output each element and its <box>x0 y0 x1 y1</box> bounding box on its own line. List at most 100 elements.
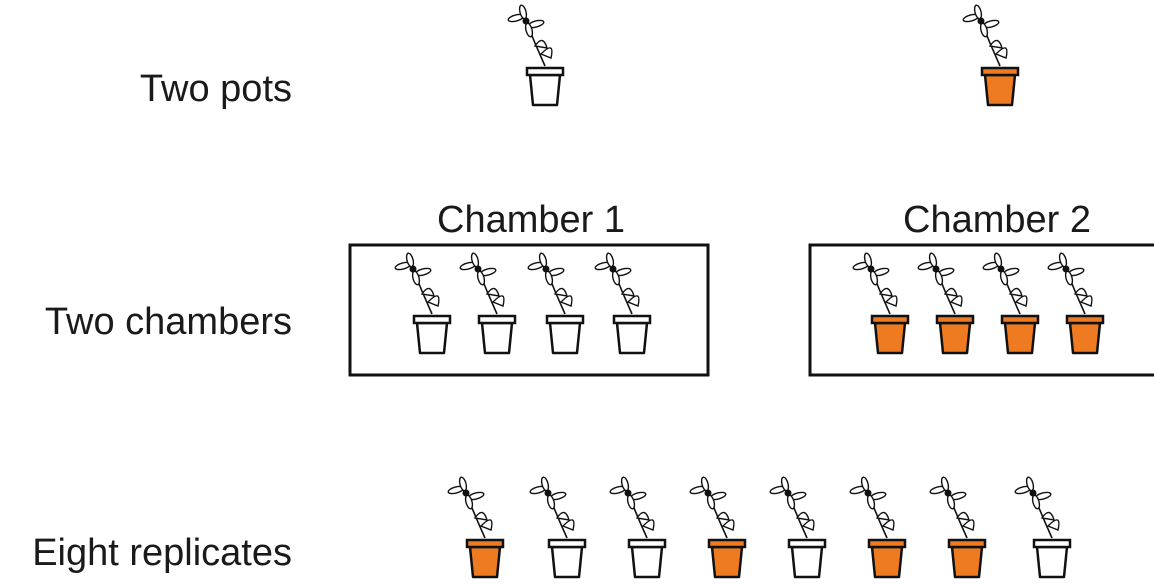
pot-rim <box>1032 538 1072 549</box>
treated-potted-plant <box>929 476 987 579</box>
leaf <box>635 511 650 521</box>
pot-rim <box>547 538 587 549</box>
flower-center <box>932 265 940 273</box>
control-potted-plant <box>459 252 517 355</box>
pot-body <box>480 321 514 355</box>
leaf <box>1008 287 1023 297</box>
treated-potted-plant <box>689 476 747 579</box>
two-pots-group <box>507 4 1020 107</box>
pot-rim <box>627 538 667 549</box>
leaf <box>553 287 568 297</box>
leaf <box>994 47 1008 59</box>
flower-center <box>784 489 792 497</box>
pot-rim <box>412 314 452 325</box>
flower-center <box>522 17 530 25</box>
leaf <box>721 519 735 531</box>
flower-center <box>867 265 875 273</box>
chamber-1-box <box>348 243 710 377</box>
pot-rim <box>867 538 907 549</box>
control-potted-plant <box>394 252 452 355</box>
leaf <box>1046 519 1060 531</box>
leaf <box>955 511 970 521</box>
leaf <box>795 511 810 521</box>
control-potted-plant <box>594 252 652 355</box>
flower-center <box>624 489 632 497</box>
leaf <box>555 511 570 521</box>
leaf <box>485 287 500 297</box>
pot-body <box>710 545 744 579</box>
pot-body <box>550 545 584 579</box>
pot-rim <box>477 314 517 325</box>
pot-body <box>790 545 824 579</box>
leaf <box>961 519 975 531</box>
flower-center <box>864 489 872 497</box>
pot-body <box>615 321 649 355</box>
leaf <box>881 519 895 531</box>
control-potted-plant <box>769 476 827 579</box>
flower-center <box>704 489 712 497</box>
flower-center <box>462 489 470 497</box>
row-label-two-pots: Two pots <box>140 68 292 110</box>
control-potted-plant <box>609 476 667 579</box>
control-potted-plant <box>527 252 585 355</box>
pot-body <box>528 73 562 107</box>
leaf <box>626 295 640 307</box>
control-potted-plant <box>507 4 565 107</box>
pot-rim <box>787 538 827 549</box>
row-label-eight-replicates: Eight replicates <box>32 532 292 574</box>
leaf <box>878 287 893 297</box>
pot-rim <box>525 66 565 77</box>
chamber-2-box <box>808 243 1154 377</box>
treated-potted-plant <box>982 252 1040 355</box>
pot-rim <box>465 538 505 549</box>
leaf <box>533 39 548 49</box>
pot-rim <box>612 314 652 325</box>
leaf <box>1073 287 1088 297</box>
pot-body <box>630 545 664 579</box>
flower-center <box>997 265 1005 273</box>
pot-rim <box>1000 314 1040 325</box>
pot-body <box>1003 321 1037 355</box>
leaf <box>875 511 890 521</box>
flower-center <box>544 489 552 497</box>
flower-center <box>474 265 482 273</box>
pot-rim <box>545 314 585 325</box>
flower-center <box>944 489 952 497</box>
pot-body <box>983 73 1017 107</box>
chamber-1-plants <box>394 252 652 355</box>
treated-potted-plant <box>849 476 907 579</box>
flower-center <box>1062 265 1070 273</box>
control-potted-plant <box>529 476 587 579</box>
leaf <box>473 511 488 521</box>
leaf <box>620 287 635 297</box>
leaf <box>1014 295 1028 307</box>
pot-body <box>548 321 582 355</box>
leaf <box>1079 295 1093 307</box>
leaf <box>715 511 730 521</box>
leaf <box>1040 511 1055 521</box>
pot-rim <box>980 66 1020 77</box>
flower-center <box>409 265 417 273</box>
pot-body <box>938 321 972 355</box>
flower-center <box>977 17 985 25</box>
leaf <box>539 47 553 59</box>
leaf <box>943 287 958 297</box>
pot-rim <box>870 314 910 325</box>
pot-body <box>468 545 502 579</box>
pot-rim <box>935 314 975 325</box>
leaf <box>479 519 493 531</box>
pot-rim <box>947 538 987 549</box>
leaf <box>420 287 435 297</box>
leaf <box>641 519 655 531</box>
leaf <box>561 519 575 531</box>
pot-body <box>415 321 449 355</box>
leaf <box>559 295 573 307</box>
leaf <box>801 519 815 531</box>
flower-center <box>609 265 617 273</box>
pot-body <box>870 545 904 579</box>
chamber-2-plants <box>852 252 1105 355</box>
leaf <box>426 295 440 307</box>
pot-body <box>873 321 907 355</box>
chamber-1-title: Chamber 1 <box>437 199 625 241</box>
treated-potted-plant <box>962 4 1020 107</box>
